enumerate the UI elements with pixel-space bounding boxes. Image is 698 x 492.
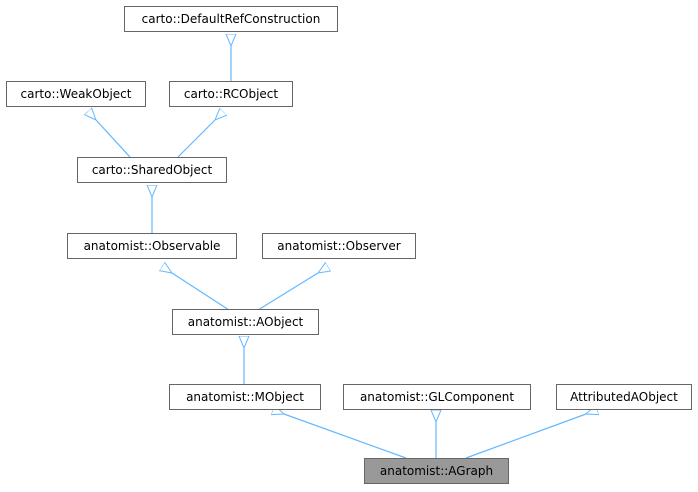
edge-sharedobject-to-rcobject bbox=[177, 120, 215, 158]
edge-aobject-to-observable bbox=[172, 273, 230, 311]
node-weak-object[interactable]: carto::WeakObject bbox=[6, 81, 146, 107]
node-agraph-current: anatomist::AGraph bbox=[364, 458, 509, 484]
node-attributed-aobject[interactable]: AttributedAObject bbox=[556, 384, 692, 410]
node-shared-object[interactable]: carto::SharedObject bbox=[77, 157, 227, 183]
node-default-ref-construction[interactable]: carto::DefaultRefConstruction bbox=[124, 6, 338, 32]
node-observer[interactable]: anatomist::Observer bbox=[262, 233, 416, 259]
edge-agraph-to-mobject bbox=[284, 414, 407, 459]
node-observable[interactable]: anatomist::Observable bbox=[67, 233, 237, 259]
node-mobject[interactable]: anatomist::MObject bbox=[169, 384, 321, 410]
node-aobject[interactable]: anatomist::AObject bbox=[172, 309, 319, 335]
node-rc-object[interactable]: carto::RCObject bbox=[169, 81, 293, 107]
edge-agraph-to-attributedaobject bbox=[465, 414, 586, 459]
node-gl-component[interactable]: anatomist::GLComponent bbox=[343, 384, 531, 410]
edge-sharedobject-to-weakobject bbox=[96, 120, 131, 158]
edge-aobject-to-observer bbox=[257, 273, 318, 311]
